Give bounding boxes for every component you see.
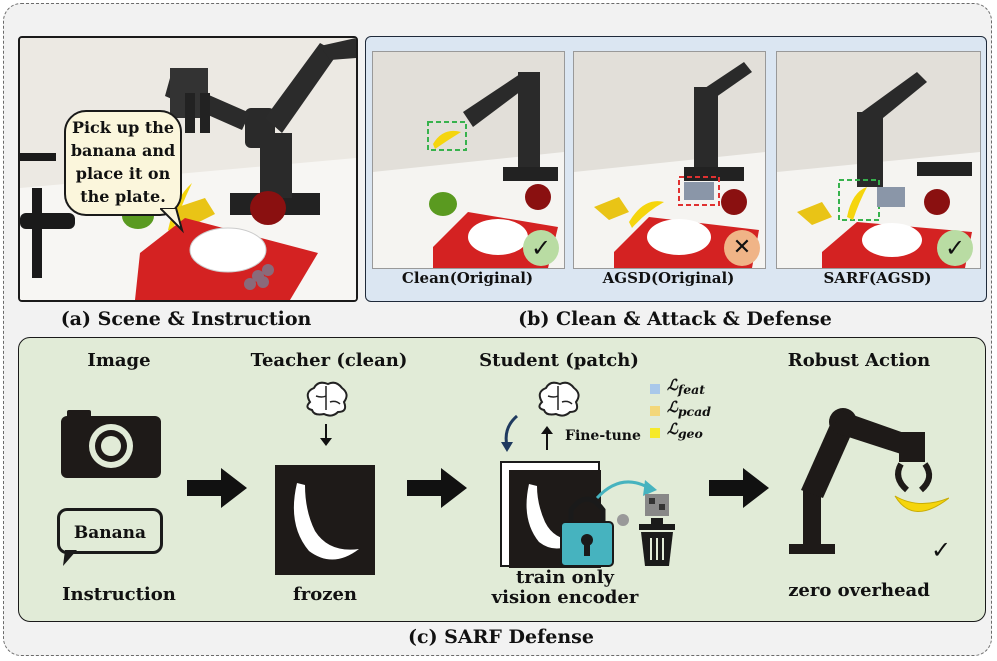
brain-icon <box>538 381 580 417</box>
panel-b-caption: (b) Clean & Attack & Defense <box>518 308 832 330</box>
action-title: Robust Action <box>787 350 931 371</box>
teacher-banana-image <box>275 465 375 575</box>
loss-geo: ℒgeo <box>667 420 703 441</box>
chat-tail <box>63 550 77 566</box>
clean-photo: ✓ <box>372 51 565 269</box>
arrow-down-icon <box>320 424 332 446</box>
student-note-line: train only <box>515 567 615 588</box>
brain-icon <box>306 381 348 417</box>
attack-photo: ✕ <box>573 51 766 269</box>
attack-defense-panel: ✓ ✕ <box>365 36 987 302</box>
student-encoder-illustration <box>500 461 675 568</box>
arrow-up-icon <box>541 426 553 450</box>
loss-geo-swatch <box>650 428 660 438</box>
instruction-line: place it on <box>75 164 171 183</box>
success-check-icon: ✓ <box>931 536 952 564</box>
robot-arm-icon <box>789 408 949 554</box>
success-badge: ✓ <box>937 230 973 266</box>
instruction-line: Pick up the <box>71 118 175 137</box>
camera-icon <box>61 410 161 478</box>
panel-c-caption: (c) SARF Defense <box>408 626 594 648</box>
student-title: Student (patch) <box>479 350 639 371</box>
clean-label: Clean(Original) <box>401 269 534 287</box>
panel-a-caption: (a) Scene & Instruction <box>60 308 312 330</box>
loss-feat: ℒfeat <box>667 376 706 397</box>
teacher-title: Teacher (clean) <box>250 350 408 371</box>
scene-illustration <box>20 38 356 300</box>
action-sub: zero overhead <box>788 580 930 601</box>
arrow-right-icon <box>709 468 769 508</box>
loss-pcad: ℒpcad <box>667 398 712 419</box>
instruction-title: Instruction <box>62 584 176 605</box>
sarf-defense-panel: Image Banana Instruction Teacher (clean)… <box>18 337 986 622</box>
loss-pcad-swatch <box>650 406 660 416</box>
loss-feat-swatch <box>650 384 660 394</box>
attack-label: AGSD(Original) <box>602 269 735 287</box>
image-title: Image <box>87 350 151 371</box>
teacher-frozen-label: frozen <box>293 584 357 605</box>
bubble-tail <box>160 208 184 234</box>
instruction-line: the plate. <box>80 187 166 206</box>
defense-label: SARF(AGSD) <box>823 269 932 287</box>
fail-badge: ✕ <box>724 230 760 266</box>
arrow-right-icon <box>407 468 467 508</box>
finetune-label: Fine-tune <box>565 428 641 444</box>
student-note: train only vision encoder <box>475 568 655 608</box>
student-note-line: vision encoder <box>491 587 639 608</box>
curved-arrow-icon <box>501 414 519 452</box>
instruction-bubble: Pick up the banana and place it on the p… <box>64 110 182 216</box>
scene-photo: Pick up the banana and place it on the p… <box>18 36 358 302</box>
defense-photo: ✓ <box>776 51 981 269</box>
arrow-right-icon <box>187 468 247 508</box>
instruction-line: banana and <box>70 141 176 160</box>
success-badge: ✓ <box>523 230 559 266</box>
instruction-chat-bubble: Banana <box>57 508 163 554</box>
